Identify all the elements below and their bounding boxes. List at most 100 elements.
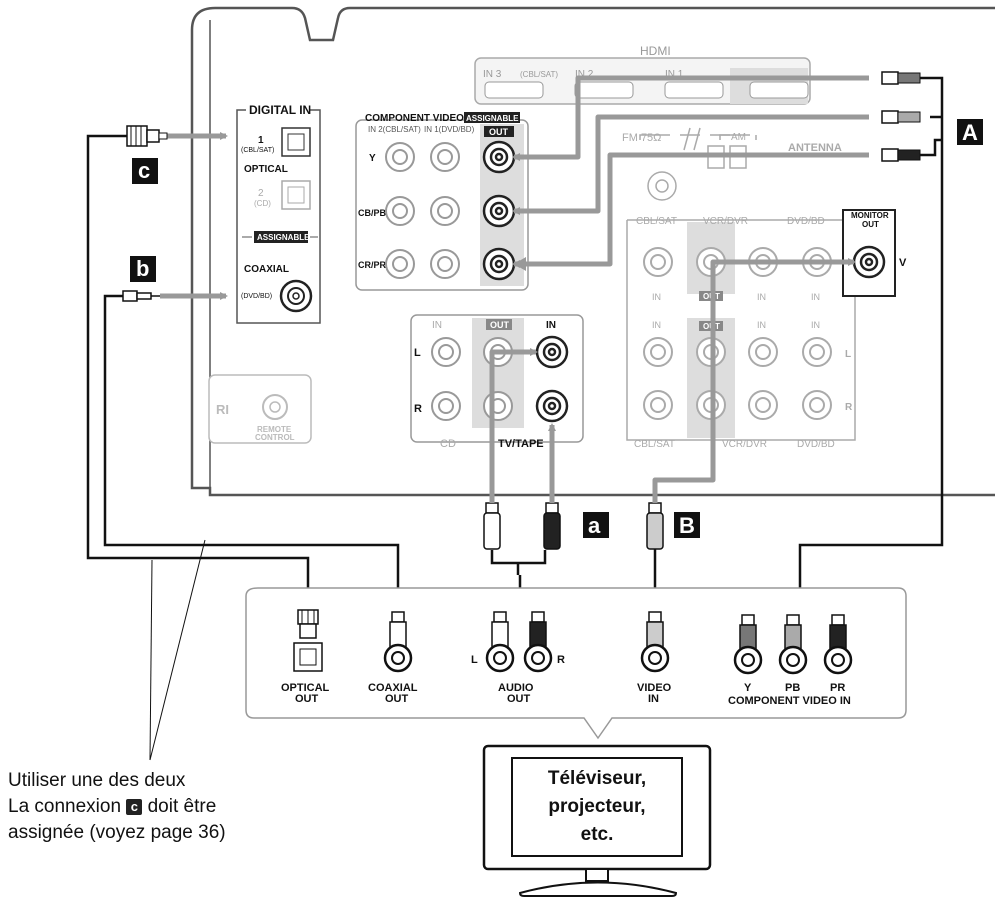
- audio-cd-label: CD: [440, 438, 456, 450]
- coaxial-plug: [122, 290, 160, 302]
- tv-coaxial-out-label-2: OUT: [385, 693, 409, 705]
- video-dvdbd-in-label: IN: [811, 292, 820, 302]
- audio-vcrdvr-in-label: IN: [757, 320, 766, 330]
- digital-in-title: DIGITAL IN: [249, 103, 311, 117]
- tv-component-pb-label: PB: [785, 682, 800, 694]
- component-cable-plugs: [881, 71, 921, 162]
- badge-A-text: A: [962, 120, 978, 145]
- note-line-1: Utiliser une des deux: [8, 770, 186, 791]
- note-line-2: La connexion c doit être: [8, 794, 226, 820]
- optical1-sub: (CBL/SAT): [241, 147, 274, 154]
- connection-note: Utiliser une des deux La connexion c doi…: [8, 768, 226, 846]
- badge-a-text: a: [588, 513, 601, 538]
- component-in2-label: IN 2(CBL/SAT): [368, 125, 421, 134]
- hdmi-title: HDMI: [640, 44, 671, 58]
- tv-coaxial-out-label-1: COAXIAL: [368, 682, 418, 694]
- component-y-label: Y: [369, 153, 376, 164]
- note-badge-c: c: [126, 799, 143, 815]
- badge-a: [583, 512, 609, 538]
- hdmi-in1-port[interactable]: [664, 81, 724, 99]
- tv-video-in-label-2: IN: [648, 693, 659, 705]
- optical-label: OPTICAL: [244, 164, 288, 175]
- tv-component-y-label: Y: [744, 682, 752, 694]
- coaxial-label: COAXIAL: [244, 264, 289, 275]
- monitor-out-label: MONITOR: [851, 211, 889, 220]
- tv-screen-line-2: projecteur,: [548, 796, 645, 817]
- hdmi-out-port[interactable]: [749, 81, 809, 99]
- badge-A: [957, 119, 983, 145]
- antenna-am-label: AM: [731, 132, 746, 143]
- digital-in-section: DIGITAL IN 1 (CBL/SAT) OPTICAL 2 (CD) AS…: [236, 102, 321, 324]
- video-r-label: R: [845, 402, 853, 413]
- badge-b-text: b: [136, 256, 149, 281]
- component-in1-label: IN 1(DVD/BD): [424, 125, 475, 134]
- remote-ri-label: RI: [216, 402, 229, 417]
- badge-B-text: B: [679, 513, 695, 538]
- note-line-2-pre: La connexion: [8, 796, 122, 817]
- optical2-sub: (CD): [254, 199, 271, 208]
- monitor-out-label2: OUT: [862, 220, 879, 229]
- audio-r-label: R: [414, 403, 422, 415]
- audio-tvtape-label: TV/TAPE: [498, 438, 544, 450]
- antenna-title: ANTENNA: [788, 142, 842, 154]
- optical-plug: [126, 125, 168, 147]
- badges: A a B b c: [130, 119, 983, 538]
- audio-l-label: L: [414, 347, 421, 359]
- video-dvdbd-label: DVD/BD: [787, 216, 825, 227]
- antenna-section: [639, 127, 757, 201]
- hdmi-in2-label: IN 2: [575, 69, 594, 80]
- video-vcrdvr-label: VCR/DVR: [703, 216, 748, 227]
- antenna-fm-label: FM 75Ω: [622, 132, 661, 144]
- audio-cable-plugs: [483, 492, 561, 550]
- note-line-3: assignée (voyez page 36): [8, 822, 226, 843]
- audio-vcrdvr-bottom-label: VCR/DVR: [722, 439, 767, 450]
- audio-dvdbd-bottom-label: DVD/BD: [797, 439, 835, 450]
- tv-optical-out-label-1: OPTICAL: [281, 682, 330, 694]
- component-cr-label: CR/PR: [358, 260, 387, 270]
- television: Téléviseur, projecteur, etc.: [482, 744, 712, 897]
- hdmi-in2-port[interactable]: [574, 81, 634, 99]
- video-cblsat-label: CBL/SAT: [636, 216, 677, 227]
- remote-control-section: RI REMOTE CONTROL: [208, 374, 312, 444]
- audio-out-label: OUT: [490, 320, 510, 330]
- video-cblsat-in-label: IN: [652, 292, 661, 302]
- tv-video-in-label-1: VIDEO: [637, 682, 672, 694]
- optical1-number: 1: [258, 135, 264, 146]
- audio-dvdbd-in-label: IN: [811, 320, 820, 330]
- badge-b: [130, 256, 156, 282]
- badge-c-text: c: [138, 158, 150, 183]
- tv-audio-l-label: L: [471, 654, 478, 666]
- component-assignable-label: ASSIGNABLE: [466, 114, 519, 123]
- digital-assignable-label: ASSIGNABLE: [257, 233, 310, 242]
- tv-screen-line-3: etc.: [581, 824, 614, 845]
- cables-grey: [160, 75, 869, 492]
- tv-connection-panel: OPTICAL OUT COAXIAL OUT L R AUDIO OUT VI…: [245, 587, 907, 740]
- note-line-2-post: doit être: [147, 796, 217, 817]
- hdmi-in3-sub: (CBL/SAT): [520, 70, 558, 79]
- component-out-label: OUT: [489, 127, 509, 137]
- badge-B: [674, 512, 700, 538]
- component-cb-label: CB/PB: [358, 208, 387, 218]
- tv-optical-out-label-2: OUT: [295, 693, 319, 705]
- audio-tvtape-in-label: IN: [546, 320, 556, 331]
- hdmi-in1-label: IN 1: [665, 69, 684, 80]
- hdmi-section: HDMI IN 3 (CBL/SAT) IN 2 IN 1: [474, 44, 811, 105]
- tv-audio-r-label: R: [557, 654, 565, 666]
- optical2-number: 2: [258, 188, 264, 199]
- tv-component-video-in-label: COMPONENT VIDEO IN: [728, 695, 851, 707]
- hdmi-in3-port[interactable]: [484, 81, 544, 99]
- badge-c: [132, 158, 158, 184]
- component-video-section: COMPONENT VIDEO ASSIGNABLE IN 2(CBL/SAT)…: [355, 112, 529, 291]
- video-v-label: V: [899, 257, 907, 269]
- tv-audio-out-label-1: AUDIO: [498, 682, 534, 694]
- analog-audio-section: IN OUT IN L R CD TV/TAPE: [410, 314, 584, 450]
- tv-component-pr-label: PR: [830, 682, 845, 694]
- note-pointer-lines: [149, 539, 206, 761]
- tv-audio-out-label-2: OUT: [507, 693, 531, 705]
- remote-label-2: CONTROL: [255, 433, 295, 442]
- audio-cblsat-bottom-label: CBL/SAT: [634, 439, 675, 450]
- hdmi-in3-label: IN 3: [483, 69, 502, 80]
- audio-cd-in-label: IN: [432, 320, 442, 331]
- video-vcrdvr-in-label: IN: [757, 292, 766, 302]
